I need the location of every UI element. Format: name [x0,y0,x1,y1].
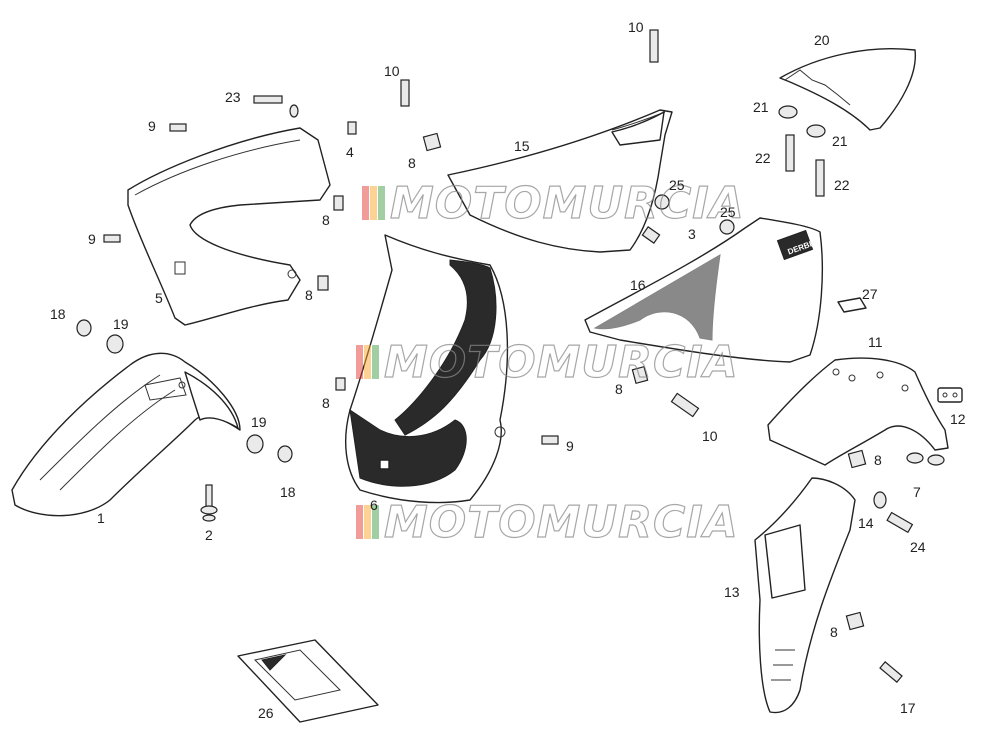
label-8e: 8 [615,381,623,397]
left-side-panel-part: DERBI [584,217,823,363]
label-23: 23 [225,89,241,105]
washer-21a-icon [778,105,798,119]
label-16: 16 [630,277,646,293]
clip-4-icon [347,121,357,135]
block-27-part [837,297,867,313]
clip-8d-icon [335,377,346,391]
front-mudguard-part [11,352,241,517]
label-9b: 9 [88,231,96,247]
rear-mudguard-part [754,477,856,714]
decal-sheet-part [237,639,379,723]
hardware-group [76,29,945,683]
screw-10a-icon [400,79,410,107]
clip-8f-icon [847,449,867,469]
washer-21b-icon [806,124,826,138]
label-6: 6 [370,497,378,513]
label-25a: 25 [669,177,685,193]
right-side-panel-part [447,109,673,253]
label-24: 24 [910,539,926,555]
label-8g: 8 [830,624,838,640]
label-27: 27 [862,286,878,302]
screw-9a-icon [169,123,187,132]
label-22b: 22 [834,177,850,193]
screw-10b-icon [649,29,659,63]
label-22a: 22 [755,150,771,166]
rear-fender-support-part [767,357,949,466]
grommet-19b-icon [246,434,264,454]
label-8a: 8 [408,155,416,171]
screw-23-icon [253,95,283,104]
label-21b: 21 [832,133,848,149]
label-8f: 8 [874,452,882,468]
label-26: 26 [258,705,274,721]
watermark-top: MOTOMURCIA [362,177,745,230]
label-11: 11 [868,334,883,350]
watermark-bottom: MOTOMURCIA [356,496,739,549]
grommet-19a-icon [106,334,124,354]
label-20: 20 [814,32,830,48]
label-10a: 10 [384,63,400,79]
label-3: 3 [688,226,696,242]
left-radiator-shroud-part [127,127,331,326]
label-9a: 9 [148,118,156,134]
clip-8g-icon [845,611,865,631]
front-number-plate-part [345,234,509,504]
screw-9b-icon [103,234,121,243]
watermark-middle: MOTOMURCIA [356,336,739,389]
label-7: 7 [913,484,921,500]
label-18b: 18 [280,484,296,500]
washer-25b-icon [719,219,735,235]
label-8b: 8 [322,212,330,228]
label-10b: 10 [628,19,644,35]
label-12: 12 [950,411,966,427]
clip-8e-icon [631,365,649,385]
label-25b: 25 [720,204,736,220]
label-17: 17 [900,700,916,716]
label-14: 14 [858,515,874,531]
clip-8b-icon [333,195,344,211]
watermark-text-bottom: MOTOMURCIA [384,497,739,548]
watermark-text-middle: MOTOMURCIA [384,337,739,388]
screw-2-icon [205,484,213,508]
screw-17-icon [879,661,903,683]
label-15: 15 [514,138,530,154]
washer-14-icon [873,491,887,509]
label-8d: 8 [322,395,330,411]
screw-18b-icon [277,445,293,463]
washer-25a-icon [654,194,670,210]
label-4: 4 [346,144,354,160]
tab-plate-12-part [937,387,963,403]
label-1: 1 [97,510,105,526]
seat-hump-part [779,48,916,131]
part-labels: 1 2 3 4 5 6 7 8 8 8 8 8 8 8 9 9 9 10 10 … [50,19,966,721]
label-10c: 10 [702,428,718,444]
clip-8a-icon [422,132,442,152]
screw-9c-icon [541,435,559,445]
label-2: 2 [205,527,213,543]
grommet-7b-icon [927,454,945,466]
screw-3-icon [641,226,661,244]
screw-10c-icon [670,392,700,418]
bolt-22a-icon [785,134,795,172]
label-13: 13 [724,584,740,600]
label-18a: 18 [50,306,66,322]
label-21a: 21 [753,99,769,115]
screw-18a-icon [76,319,92,337]
label-19b: 19 [251,414,267,430]
label-9c: 9 [566,438,574,454]
label-5: 5 [155,290,163,306]
clip-8c-icon [317,275,329,291]
label-19a: 19 [113,316,129,332]
screw-24-icon [886,511,914,534]
bolt-22b-icon [815,159,825,197]
label-8c: 8 [305,287,313,303]
watermark-text-top: MOTOMURCIA [390,178,745,229]
grommet-7a-icon [906,452,924,464]
